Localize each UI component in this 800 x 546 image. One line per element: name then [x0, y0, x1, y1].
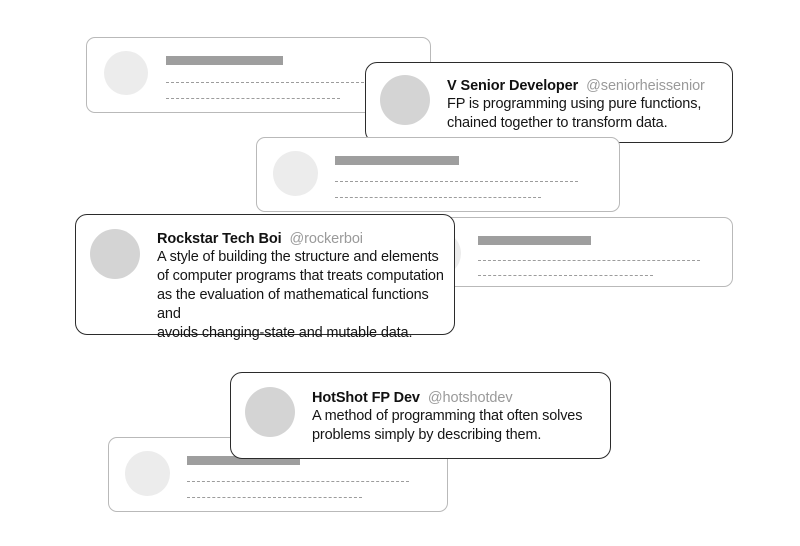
tweet-text: A style of building the structure and el…	[157, 249, 444, 341]
placeholder-name-bar	[478, 236, 591, 245]
avatar-placeholder-icon	[273, 151, 318, 196]
tweet-text: FP is programming using pure functions, …	[447, 96, 702, 131]
tweet-content: V Senior Developer @seniorheissenior FP …	[447, 75, 732, 133]
placeholder-text-line	[166, 82, 369, 83]
tweet-content: HotShot FP Dev @hotshotdev A method of p…	[312, 387, 610, 445]
user-handle[interactable]: @seniorheissenior	[586, 78, 705, 94]
placeholder-text-line	[335, 197, 541, 198]
display-name: HotShot FP Dev	[312, 390, 420, 406]
placeholder-text-line	[478, 260, 700, 261]
user-handle[interactable]: @rockerboi	[289, 231, 363, 247]
tweet-card-hotshot-fp-dev[interactable]: HotShot FP Dev @hotshotdev A method of p…	[230, 372, 611, 459]
placeholder-content	[166, 51, 430, 99]
placeholder-text-line	[166, 98, 340, 99]
tweet-card-senior-developer[interactable]: V Senior Developer @seniorheissenior FP …	[365, 62, 733, 143]
avatar-placeholder-icon	[245, 387, 295, 437]
tweet-header: Rockstar Tech Boi @rockerboi	[157, 231, 454, 247]
user-handle[interactable]: @hotshotdev	[427, 390, 513, 406]
display-name: V Senior Developer	[447, 78, 579, 94]
tweet-content: Rockstar Tech Boi @rockerboi A style of …	[157, 229, 454, 343]
avatar-placeholder-icon	[90, 229, 140, 279]
display-name: Rockstar Tech Boi	[157, 231, 282, 247]
placeholder-text-line	[187, 497, 362, 498]
placeholder-content	[187, 451, 447, 498]
tweet-header: HotShot FP Dev @hotshotdev	[312, 390, 610, 406]
placeholder-name-bar	[166, 56, 283, 65]
placeholder-content	[335, 151, 619, 198]
avatar-placeholder-icon	[104, 51, 148, 95]
placeholder-tweet-card[interactable]	[256, 137, 620, 212]
avatar-placeholder-icon	[125, 451, 170, 496]
placeholder-name-bar	[335, 156, 459, 165]
placeholder-name-bar	[187, 456, 300, 465]
avatar-placeholder-icon	[380, 75, 430, 125]
tweet-text: A method of programming that often solve…	[312, 408, 583, 443]
placeholder-content	[478, 231, 732, 276]
tweet-card-rockstar-tech-boi[interactable]: Rockstar Tech Boi @rockerboi A style of …	[75, 214, 455, 341]
placeholder-text-line	[478, 275, 653, 276]
placeholder-text-line	[335, 181, 578, 182]
tweet-header: V Senior Developer @seniorheissenior	[447, 78, 732, 94]
placeholder-text-line	[187, 481, 409, 482]
